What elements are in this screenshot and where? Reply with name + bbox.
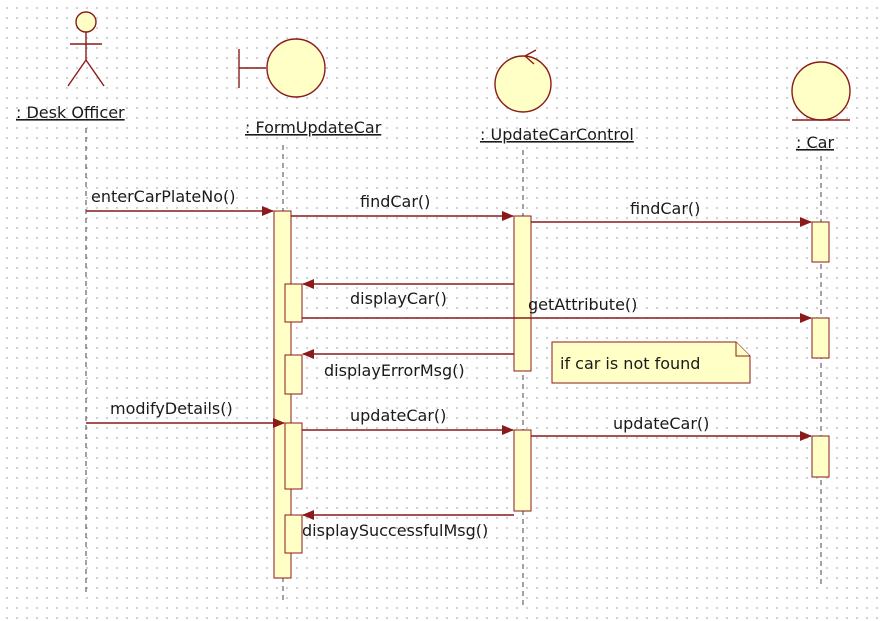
participant-desk-officer[interactable]: : Desk Officer (16, 103, 125, 122)
message-find-car-2: findCar() (630, 199, 700, 218)
participant-form-update-car[interactable]: : FormUpdateCar (245, 118, 382, 137)
message-update-car-2: updateCar() (613, 414, 709, 433)
entity-icon (791, 61, 851, 121)
activation-form-display-car[interactable] (284, 283, 303, 323)
control-icon (494, 49, 552, 113)
desk-officer-actor-icon (67, 11, 105, 87)
message-get-attribute: getAttribute() (528, 295, 637, 314)
message-display-error-msg: displayErrorMsg() (324, 361, 465, 380)
activation-control-update[interactable] (513, 429, 532, 512)
activation-control-find[interactable] (513, 215, 532, 372)
boundary-icon (238, 38, 326, 98)
message-modify-details: modifyDetails() (110, 399, 233, 418)
message-update-car-1: updateCar() (350, 406, 446, 425)
activation-car-get-attribute[interactable] (811, 317, 830, 359)
message-enter-car-plate-no: enterCarPlateNo() (91, 187, 236, 206)
participant-car[interactable]: : Car (796, 133, 834, 152)
activation-form-display-success[interactable] (284, 514, 303, 554)
activation-form-modify[interactable] (284, 422, 303, 490)
activation-form-display-error[interactable] (284, 354, 303, 395)
note-text: if car is not found (560, 354, 700, 373)
message-find-car-1: findCar() (360, 192, 430, 211)
message-display-car: displayCar() (350, 289, 447, 308)
note-if-car-not-found[interactable]: if car is not found (551, 341, 751, 384)
activation-car-find[interactable] (811, 221, 830, 263)
participant-update-car-control[interactable]: : UpdateCarControl (480, 125, 634, 144)
activation-car-update[interactable] (811, 435, 830, 478)
message-display-successful-msg: displaySuccessfulMsg() (302, 521, 488, 540)
